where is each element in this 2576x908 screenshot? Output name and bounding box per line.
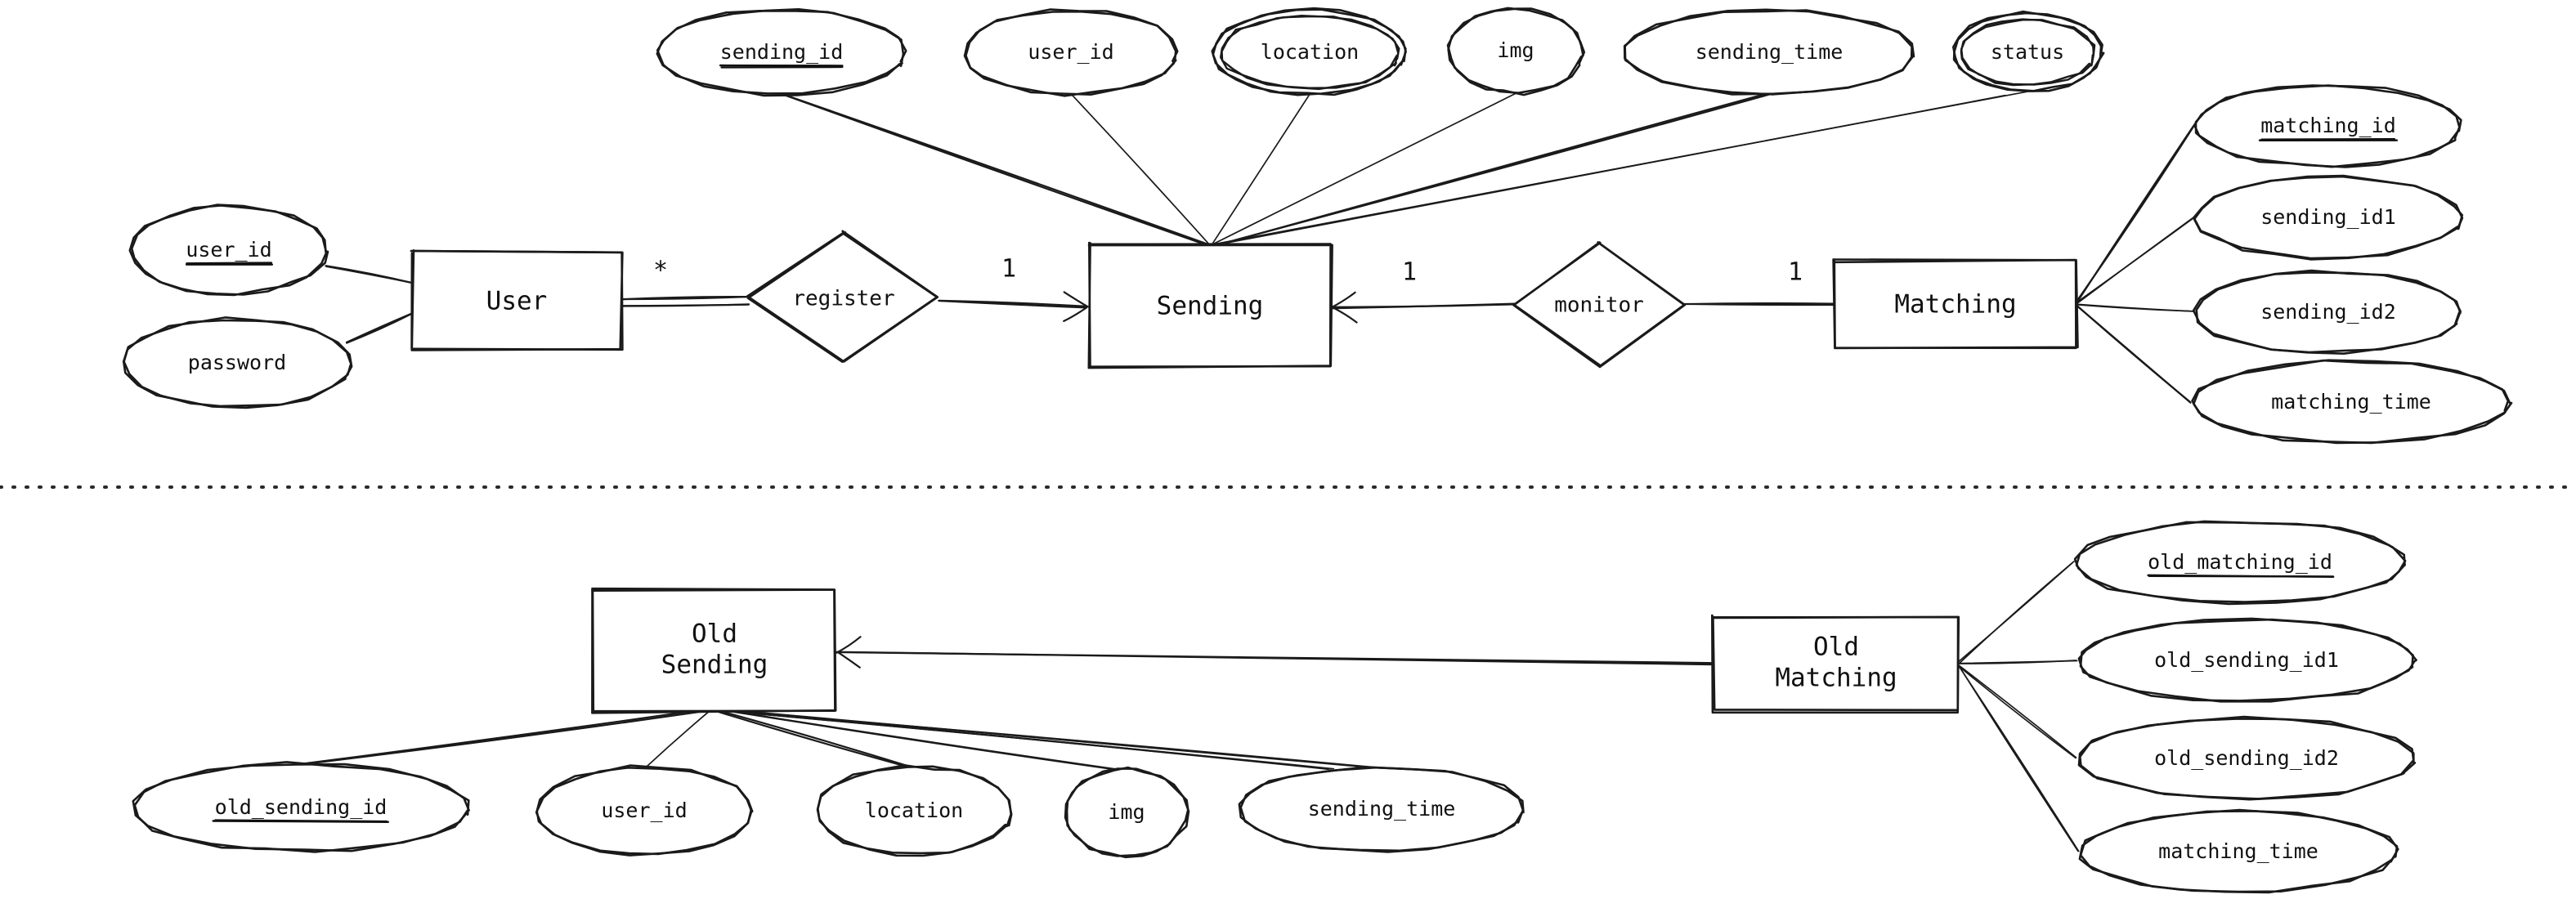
attribute-label: password <box>188 351 286 374</box>
attribute-label: location <box>1261 40 1359 64</box>
primary-key-underline <box>2147 574 2335 578</box>
attribute-old_matching_time[interactable]: matching_time <box>2078 808 2399 894</box>
ellipse-fill <box>965 10 1177 95</box>
entity-user[interactable]: User <box>410 249 624 351</box>
attribute-matching_sending_id2[interactable]: sending_id2 <box>2192 269 2462 355</box>
ellipse-fill <box>130 206 328 294</box>
ellipse-fill <box>2195 271 2462 353</box>
ellipse-fill <box>2080 811 2397 892</box>
ellipse-fill <box>2078 619 2415 701</box>
attribute-label: old_sending_id2 <box>2154 746 2339 770</box>
attribute-label: sending_id <box>720 40 844 64</box>
attribute-label: user_id <box>601 798 687 822</box>
cardinality-layer: * 1 1 1 <box>653 255 1803 287</box>
entity-label-line: Sending <box>661 651 768 680</box>
attribute-label: img <box>1497 38 1534 62</box>
entity-label-line: Old <box>692 619 737 649</box>
ellipse-fill <box>1066 768 1187 857</box>
attribute-user_password[interactable]: password <box>122 316 353 409</box>
attribute-sending_sending_id[interactable]: sending_id <box>656 8 907 97</box>
ellipse-fill <box>1212 10 1407 95</box>
attribute-label: old_sending_id <box>215 795 388 819</box>
attribute-label: sending_id1 <box>2260 205 2396 229</box>
ellipse-fill <box>2195 177 2462 258</box>
entity-label: Matching <box>1894 290 2016 320</box>
attribute-label: location <box>865 798 963 822</box>
attribute-old_sending_time[interactable]: sending_time <box>1238 766 1525 853</box>
attribute-sending_status[interactable]: status <box>1952 10 2105 92</box>
ellipse-fill <box>1624 10 1914 95</box>
attribute-sending_sending_time[interactable]: sending_time <box>1623 8 1915 96</box>
attribute-matching_matching_time[interactable]: matching_time <box>2191 359 2513 445</box>
ellipse-fill <box>1952 13 2103 92</box>
ellipse-fill <box>657 10 906 95</box>
attribute-old_sending_location[interactable]: location <box>815 764 1013 857</box>
entity-sending[interactable]: Sending <box>1087 241 1333 369</box>
attribute-label: old_matching_id <box>2148 550 2332 574</box>
entity-matching[interactable]: Matching <box>1832 258 2079 350</box>
relationship-label: register <box>792 287 894 311</box>
primary-key-underline <box>2260 137 2396 141</box>
attribute-sending_user_id[interactable]: user_id <box>963 8 1179 97</box>
relationship-label: monitor <box>1554 293 1644 318</box>
attribute-label: user_id <box>1028 40 1113 64</box>
attribute-label: matching_id <box>2260 114 2396 137</box>
attribute-label: sending_time <box>1308 797 1456 821</box>
primary-key-underline <box>212 820 390 823</box>
attribute-label: sending_id2 <box>2260 300 2396 324</box>
attribute-user_user_id[interactable]: user_id <box>128 204 329 297</box>
edge-layer <box>299 91 2196 852</box>
ellipse-fill <box>536 767 752 855</box>
cardinality-matching-monitor: 1 <box>1788 258 1803 287</box>
ellipse-fill <box>2195 85 2462 167</box>
attribute-label: sending_time <box>1696 40 1844 64</box>
ellipse-fill <box>2078 718 2415 799</box>
entity-label-line: Matching <box>1775 664 1897 693</box>
ellipse-fill <box>2193 361 2510 443</box>
entity-label: User <box>486 287 548 316</box>
entity-fill <box>1714 616 1959 711</box>
ellipse-fill <box>1449 8 1583 93</box>
attribute-old_matching_id[interactable]: old_matching_id <box>2073 520 2407 606</box>
entity-label-line: Old <box>1813 633 1859 662</box>
ellipse-fill <box>2075 521 2405 603</box>
entity-fill <box>1835 261 2076 347</box>
attribute-sending_img[interactable]: img <box>1446 7 1586 96</box>
node-layer: user_id password sending_id user_id location… <box>122 7 2513 894</box>
attribute-label: user_id <box>186 238 271 262</box>
attribute-label: old_sending_id1 <box>2154 648 2339 672</box>
entity-label: Sending <box>1157 292 1264 321</box>
attribute-old_matching_sending_id1[interactable]: old_sending_id1 <box>2077 617 2417 703</box>
ellipse-fill <box>815 767 1013 855</box>
ellipse-fill <box>1239 767 1525 852</box>
cardinality-monitor-sending: 1 <box>1402 258 1417 287</box>
entity-fill <box>1089 244 1331 367</box>
attribute-old_sending_id[interactable]: old_sending_id <box>132 761 470 853</box>
primary-key-underline <box>186 262 273 265</box>
attribute-label: matching_time <box>2271 390 2431 414</box>
attribute-old_sending_user_id[interactable]: user_id <box>535 764 754 857</box>
relationship-register[interactable]: register <box>746 230 939 363</box>
attribute-label: status <box>1991 40 2064 64</box>
attribute-label: img <box>1108 800 1145 824</box>
attribute-sending_location[interactable]: location <box>1211 7 1407 96</box>
attribute-old_matching_sending_id2[interactable]: old_sending_id2 <box>2077 715 2417 801</box>
ellipse-fill <box>123 319 352 407</box>
cardinality-user-register: * <box>653 257 668 285</box>
entity-fill <box>412 252 621 350</box>
attribute-matching_sending_id1[interactable]: sending_id1 <box>2193 174 2464 261</box>
ellipse-fill <box>132 763 469 852</box>
attribute-old_sending_img[interactable]: img <box>1064 766 1190 859</box>
relationship-monitor[interactable]: monitor <box>1512 241 1687 369</box>
cardinality-register-sending: 1 <box>1001 255 1016 284</box>
entity-fill <box>594 589 836 712</box>
attribute-label: matching_time <box>2158 839 2318 863</box>
attribute-matching_matching_id[interactable]: matching_id <box>2193 84 2462 168</box>
